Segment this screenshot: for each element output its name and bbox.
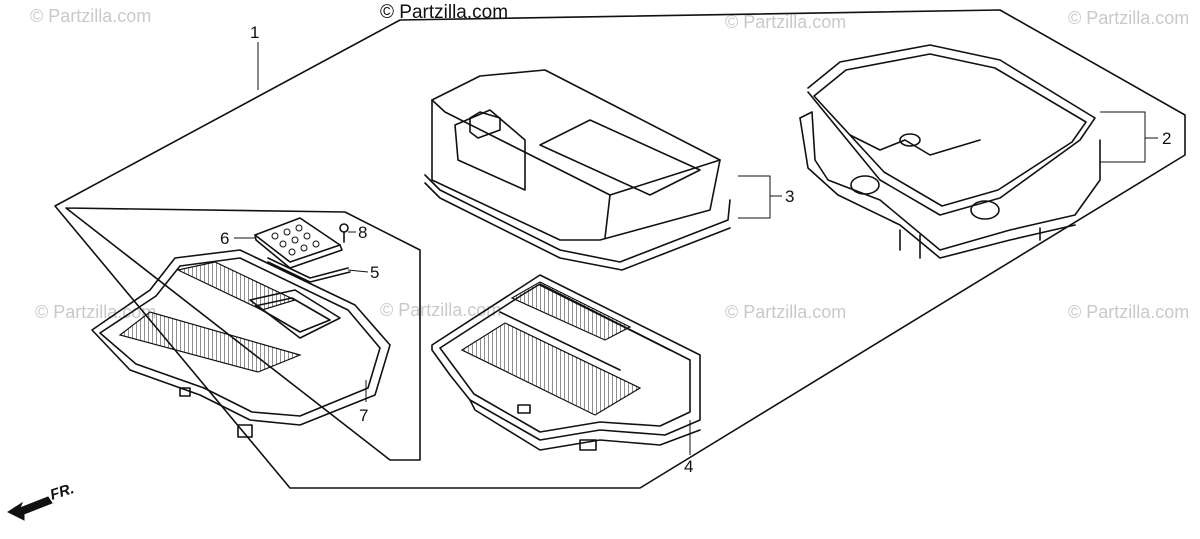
screw xyxy=(339,223,349,243)
watermark: © Partzilla.com xyxy=(1068,302,1189,322)
seal xyxy=(267,257,351,283)
callout-3: 3 xyxy=(785,187,794,206)
leader-3 xyxy=(738,175,771,219)
filter-element xyxy=(431,274,701,451)
filter-element-left xyxy=(91,249,391,438)
watermark: © Partzilla.com xyxy=(725,12,846,32)
assembly-outline xyxy=(54,9,1186,489)
watermark: © Partzilla.com xyxy=(1068,8,1189,28)
watermark: © Partzilla.com xyxy=(725,302,846,322)
lower-case xyxy=(799,44,1101,259)
front-label: FR. xyxy=(48,480,76,504)
callout-5: 5 xyxy=(370,263,379,282)
watermark: © Partzilla.com xyxy=(380,300,501,320)
callout-8: 8 xyxy=(358,223,367,242)
leader-2 xyxy=(1100,111,1146,163)
callout-2: 2 xyxy=(1162,129,1171,148)
leader-5 xyxy=(347,269,369,273)
callout-7: 7 xyxy=(359,406,368,425)
subkit-outline xyxy=(65,207,421,461)
callout-6: 6 xyxy=(220,229,229,248)
front-arrow-icon: FR. xyxy=(6,480,76,521)
watermark: © Partzilla.com xyxy=(30,6,151,26)
cover-plate xyxy=(254,217,343,269)
upper-cover xyxy=(424,69,731,271)
watermark-top: © Partzilla.com xyxy=(380,2,508,23)
callout-1: 1 xyxy=(250,23,259,42)
callout-4: 4 xyxy=(684,457,693,476)
